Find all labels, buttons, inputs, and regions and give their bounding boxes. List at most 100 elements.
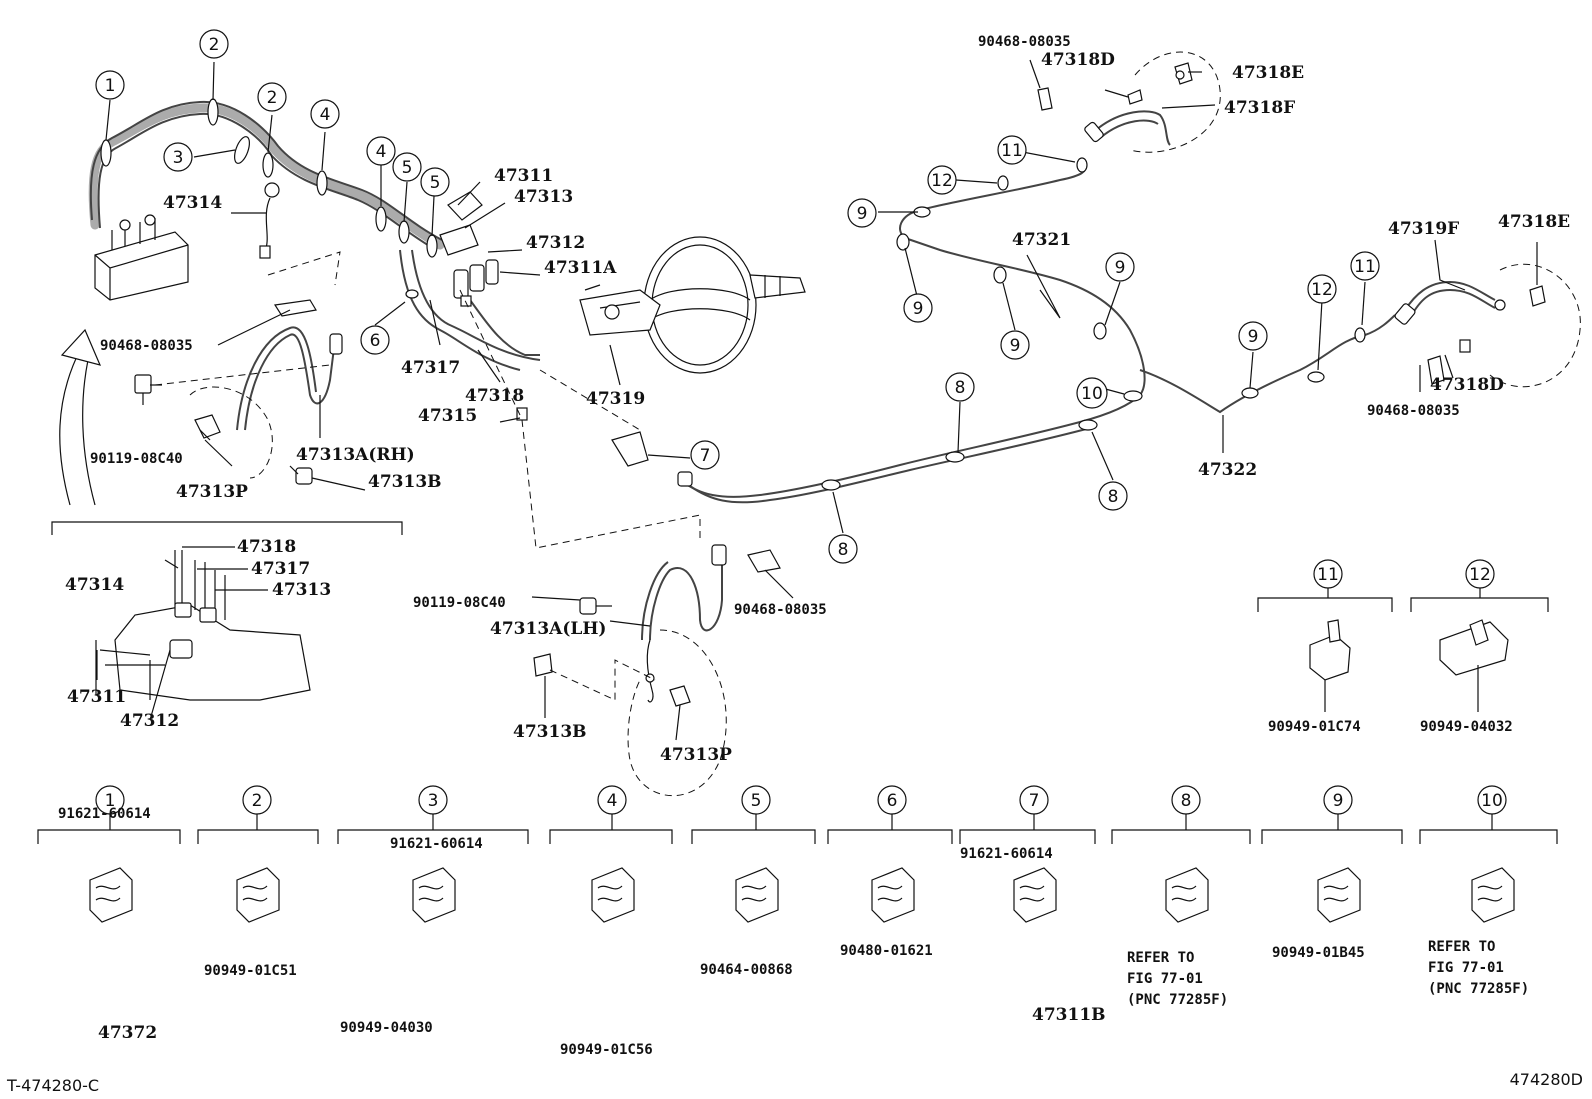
label-47318d-top: 47318D xyxy=(1041,50,1115,70)
callout-12: 12 xyxy=(1307,274,1337,304)
clamp-box-part-label: REFER TO xyxy=(1428,939,1495,955)
svg-text:1: 1 xyxy=(105,76,116,96)
clamp-sketch-detail xyxy=(1323,885,1349,902)
label-47318d-right: 47318D xyxy=(1430,375,1504,395)
clamp-marker-12b xyxy=(1307,371,1325,383)
clamp-box-number: 3 xyxy=(428,791,439,811)
callout-9: 9 xyxy=(1000,330,1030,360)
clamp-marker-5b xyxy=(426,234,438,258)
clamp-marker-8b xyxy=(945,451,965,463)
clamp-marker-4a xyxy=(316,170,328,196)
clamp-detail-11: 11 90949-01C74 xyxy=(1257,559,1393,735)
clamp-marker-9c xyxy=(993,266,1007,284)
label-90119-08c40-lh: 90119-08C40 xyxy=(413,595,506,611)
clamp-box-number: 8 xyxy=(1181,791,1192,811)
clamp-box-part-label: (PNC 77285F) xyxy=(1127,992,1228,1008)
label-47318f: 47318F xyxy=(1224,98,1295,118)
clamp-sketch-detail xyxy=(95,885,121,902)
svg-text:11: 11 xyxy=(1354,257,1376,277)
clamp-marker-8c xyxy=(1078,419,1098,431)
clamp-box-3: 3 91621-60614 90949-04030 xyxy=(337,785,529,1036)
figure-id-right: 474280D xyxy=(1510,1070,1583,1089)
callout-10: 10 xyxy=(1076,377,1108,409)
label-47314: 47314 xyxy=(163,193,222,213)
label-90468-08035-right: 90468-08035 xyxy=(1367,403,1460,419)
svg-text:5: 5 xyxy=(402,158,413,178)
clamp-box-number: 9 xyxy=(1333,791,1344,811)
rear-flex-hose-top xyxy=(1037,51,1221,153)
callout-7: 7 xyxy=(690,440,720,470)
label-detail-47317: 47317 xyxy=(251,559,310,579)
clamp-sketch-detail xyxy=(597,885,623,902)
front-rh-flex-hose xyxy=(134,251,343,485)
clamp-box-part-label: 91621-60614 xyxy=(960,846,1053,862)
clamp-marker-3 xyxy=(234,136,250,164)
svg-text:4: 4 xyxy=(376,142,387,162)
label-47313a-rh: 47313A(RH) xyxy=(296,445,415,465)
svg-text:11: 11 xyxy=(1001,141,1023,161)
brake-booster xyxy=(579,236,806,374)
label-90119-08c40: 90119-08C40 xyxy=(90,451,183,467)
label-47313b: 47313B xyxy=(368,472,442,492)
clamp-box-bracket xyxy=(691,814,816,844)
svg-text:9: 9 xyxy=(1115,258,1126,278)
clamp-sketch-detail xyxy=(1477,885,1503,902)
callout-9: 9 xyxy=(903,293,933,323)
callout-9: 9 xyxy=(847,198,877,228)
part-labels: 47314 90468-08035 90119-08C40 47313P 473… xyxy=(65,34,1570,765)
detail-inset xyxy=(51,521,403,701)
clamp-sketch xyxy=(871,867,915,923)
callout-9: 9 xyxy=(1238,321,1268,351)
clamp-box-bracket xyxy=(197,814,319,844)
label-47313b-lh: 47313B xyxy=(513,722,587,742)
callout-8: 8 xyxy=(828,534,858,564)
callout-6: 6 xyxy=(360,325,390,355)
label-90949-04032: 90949-04032 xyxy=(1420,719,1513,735)
clamp-sketch-detail xyxy=(741,885,767,902)
callout-5: 5 xyxy=(420,167,450,197)
svg-text:5: 5 xyxy=(430,173,441,193)
clamp-sketch xyxy=(236,867,280,923)
label-47311: 47311 xyxy=(494,166,553,186)
clamp-box-number: 5 xyxy=(751,791,762,811)
clamp-box-part-label: 90949-04030 xyxy=(340,1020,433,1036)
clamp-box-part-label: 90464-00868 xyxy=(700,962,793,978)
clamp-box-part-label: 90949-01C56 xyxy=(560,1042,653,1058)
svg-text:12: 12 xyxy=(931,171,953,191)
svg-text:9: 9 xyxy=(1010,336,1021,356)
clamp-marker-9e xyxy=(1241,387,1259,399)
clamp-box-bracket xyxy=(549,814,673,844)
svg-text:8: 8 xyxy=(1108,487,1119,507)
svg-text:8: 8 xyxy=(838,540,849,560)
clamp-box-number: 7 xyxy=(1029,791,1040,811)
label-47318e-right: 47318E xyxy=(1498,212,1570,232)
clamp-box-part-label: 90949-01C51 xyxy=(204,963,297,979)
clamp-box-number: 1 xyxy=(105,791,116,811)
front-lh-flex-hose xyxy=(533,544,781,797)
label-47313: 47313 xyxy=(514,187,573,207)
clamp-box-part-label: 91621-60614 xyxy=(58,806,151,822)
callout-2: 2 xyxy=(199,29,229,59)
clamp-box-number: 10 xyxy=(1481,791,1503,811)
clamp-marker-11b xyxy=(1354,327,1366,343)
callout-9: 9 xyxy=(1105,252,1135,282)
clamp-box-part-label: FIG 77-01 xyxy=(1428,960,1504,976)
hose-fittings-47311 xyxy=(439,191,499,299)
clamp-sketch xyxy=(1165,867,1209,923)
callout-11: 11 xyxy=(1350,251,1380,281)
svg-text:3: 3 xyxy=(173,148,184,168)
label-47315: 47315 xyxy=(418,406,477,426)
label-47313a-lh: 47313A(LH) xyxy=(490,619,606,639)
svg-text:7: 7 xyxy=(700,446,711,466)
callout-8: 8 xyxy=(945,372,975,402)
clamp-box-part-label: 91621-60614 xyxy=(390,836,483,852)
figure-id-left: T-474280-C xyxy=(6,1076,99,1095)
clamp-box-bracket xyxy=(959,814,1096,844)
clamp-sketch-detail xyxy=(1019,885,1045,902)
